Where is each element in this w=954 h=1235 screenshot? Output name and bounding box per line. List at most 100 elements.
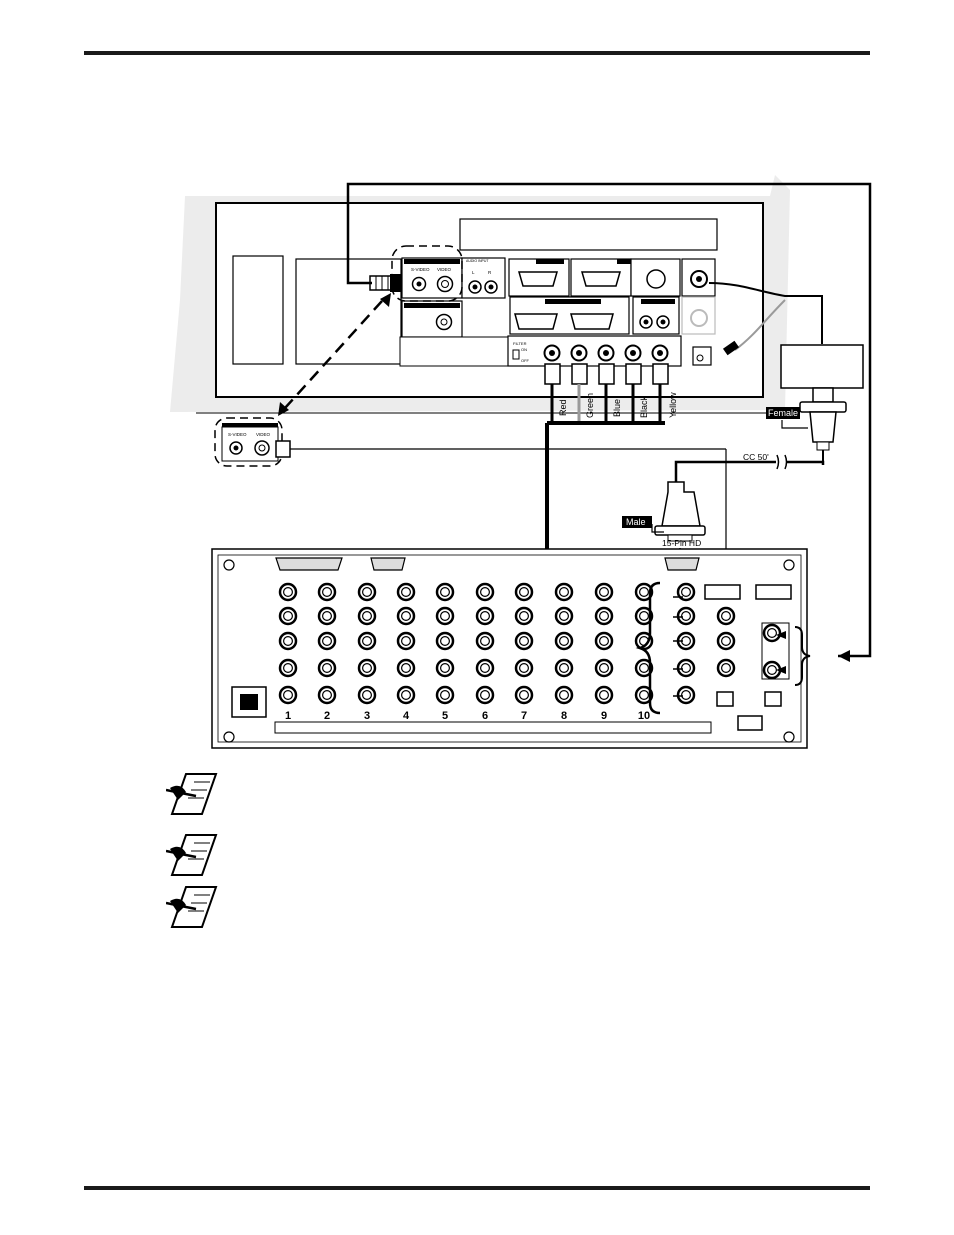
switcher-bnc-connector — [475, 606, 495, 626]
switcher-bnc-connector — [317, 582, 337, 602]
switcher-bnc-connector — [396, 685, 416, 705]
cc-length-label: CC 50' — [743, 452, 769, 462]
mini-din-jack — [646, 269, 666, 289]
switcher-bnc-connector — [396, 658, 416, 678]
switcher-bnc-connector — [594, 658, 614, 678]
switcher-bnc-connector — [554, 631, 574, 651]
switcher-bnc-connector — [357, 658, 377, 678]
video-feed-arrowhead — [838, 650, 850, 662]
female-label: Female — [768, 408, 798, 418]
input-number-label: 1 — [285, 710, 291, 722]
note-pen-icon — [166, 773, 218, 815]
filter-off-label: OFF — [521, 358, 530, 363]
male-label: Male — [626, 517, 646, 527]
rgb-input-blocks — [508, 258, 716, 335]
switcher-output-connector — [676, 582, 696, 602]
power-module — [232, 255, 284, 365]
projector-rear-panel: S-VIDEO VIDEO AUDIO INPUT L R — [170, 175, 790, 412]
switcher-loop-connector — [762, 660, 782, 680]
input-number-label: 7 — [521, 710, 527, 722]
switcher-bnc-connector — [278, 606, 298, 626]
input-number-label: 9 — [601, 710, 607, 722]
switcher-bnc-connector — [317, 606, 337, 626]
switcher-bnc-connector — [278, 685, 298, 705]
callout-video-label: VIDEO — [256, 432, 271, 437]
input-number-label: 4 — [403, 710, 410, 722]
switcher-bnc-connector — [278, 631, 298, 651]
input-number-label: 3 — [364, 710, 370, 722]
input-number-label: 5 — [442, 710, 448, 722]
switcher-bnc-connector — [634, 658, 654, 678]
audio-input-block: AUDIO INPUT L R — [461, 257, 506, 299]
switcher-bnc-connector — [554, 658, 574, 678]
switcher-bnc-connector — [634, 582, 654, 602]
hd15-label: 15-Pin HD — [662, 538, 701, 548]
header-rule — [84, 51, 870, 55]
switcher-bnc-connector — [514, 685, 534, 705]
filter-label: FILTER — [513, 341, 527, 346]
switcher-bnc-connector — [594, 582, 614, 602]
switcher-bnc-connector — [634, 606, 654, 626]
note-pen-icon — [166, 886, 218, 928]
switcher-bnc-connector — [514, 631, 534, 651]
switcher-bnc-grid — [278, 582, 654, 705]
switcher-bnc-connector — [554, 582, 574, 602]
rca-plug-projector — [369, 274, 402, 292]
input-number-label: 2 — [324, 710, 330, 722]
switcher-bnc-connector — [594, 685, 614, 705]
switcher-bnc-connector — [514, 606, 534, 626]
switcher-bnc-connector — [396, 606, 416, 626]
note-pen-icon — [166, 834, 218, 876]
switcher-output-connector — [676, 631, 696, 651]
switcher-bnc-connector — [357, 582, 377, 602]
switcher-bnc-connector — [514, 582, 534, 602]
switcher-output-connector — [676, 658, 696, 678]
switcher-aux-connector — [716, 658, 736, 678]
video-input-highlight — [391, 245, 463, 302]
switcher-aux-connector — [716, 631, 736, 651]
switcher-bnc-connector — [317, 685, 337, 705]
switcher-bnc-connector — [317, 631, 337, 651]
switcher-bnc-connector — [357, 631, 377, 651]
bnc-input-row: FILTER ON OFF — [507, 335, 712, 367]
interface-cable — [708, 282, 823, 344]
filter-on-label: ON — [521, 347, 527, 352]
switcher-bnc-connector — [435, 631, 455, 651]
switcher-bnc-connector — [278, 582, 298, 602]
switcher-bnc-connector — [278, 658, 298, 678]
cc-cable: CC 50' — [674, 452, 825, 482]
switcher-bnc-connector — [435, 685, 455, 705]
input-brace — [635, 581, 661, 715]
video-input-callout: S-VIDEO VIDEO — [214, 417, 730, 598]
switcher-bnc-connector — [435, 582, 455, 602]
switcher-loop-connector — [762, 623, 782, 643]
switcher-bnc-connector — [475, 582, 495, 602]
switcher-bnc-connector — [554, 606, 574, 626]
filter-switch — [512, 349, 520, 360]
footer-rule — [84, 1186, 870, 1190]
switcher-bnc-connector — [594, 606, 614, 626]
switcher-output-connector — [676, 685, 696, 705]
audio-left-label: L — [472, 270, 475, 275]
switcher-rear-panel — [211, 548, 808, 749]
switcher-bnc-connector — [634, 685, 654, 705]
input-number-label: 8 — [561, 710, 567, 722]
switcher-output-connector — [676, 606, 696, 626]
switcher-bnc-connector — [396, 582, 416, 602]
cable-label-red: Red — [558, 399, 568, 416]
switcher-bnc-connector — [396, 631, 416, 651]
cable-label-yellow: Yellow — [668, 392, 678, 418]
switcher-bnc-connector — [475, 631, 495, 651]
switcher-output-bnc — [676, 582, 782, 705]
cable-label-blue: Blue — [612, 399, 622, 417]
cable-label-black: Black — [639, 395, 649, 418]
output-brace — [794, 626, 811, 686]
switcher-aux-connector — [716, 606, 736, 626]
panel-label-plate — [459, 218, 718, 251]
audio-right-label: R — [488, 270, 492, 275]
switcher-bnc-connector — [317, 658, 337, 678]
video-feed-cable — [346, 182, 872, 658]
switcher-bnc-connector — [357, 606, 377, 626]
